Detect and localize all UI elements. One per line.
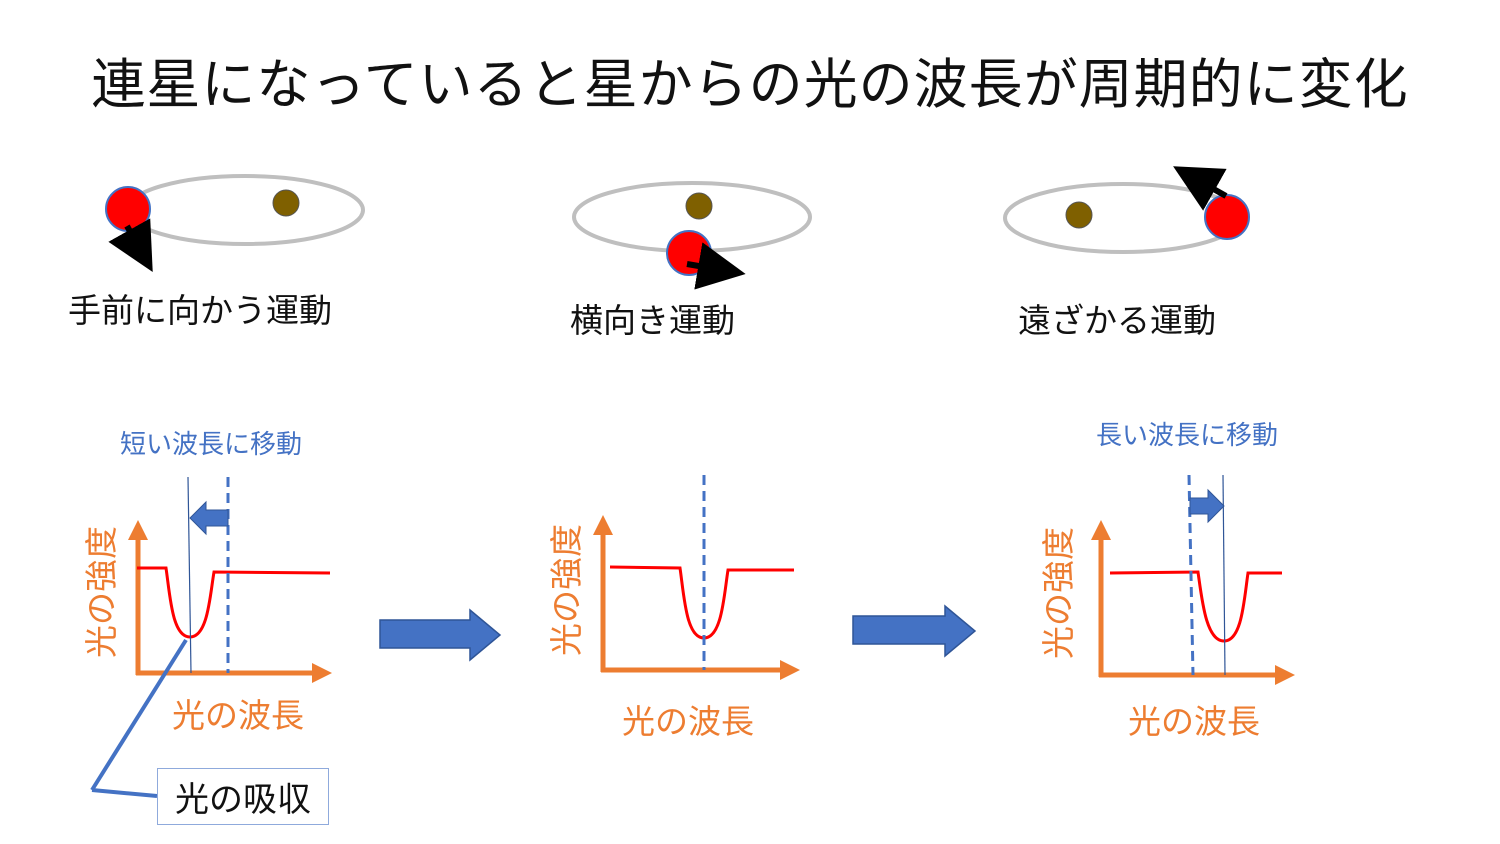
- orbit-sideways: [572, 181, 812, 290]
- shift-arrow-right: [1189, 488, 1225, 524]
- observed-wavelength-line: [187, 476, 192, 674]
- spectrum-curve: [1109, 570, 1282, 643]
- spectrum-curve: [137, 566, 331, 639]
- companion-star: [1065, 201, 1093, 229]
- orbit-ellipse: [125, 174, 365, 246]
- caption-receding: 遠ざかる運動: [1018, 301, 1216, 340]
- y-axis-label: 光の強度: [547, 524, 586, 656]
- spectrum-curve: [609, 565, 794, 640]
- absorption-label: 光の吸収: [175, 780, 311, 820]
- orbit-approaching: [105, 174, 365, 272]
- spectrum-panel-redshift: [1091, 474, 1295, 685]
- shift-arrow-left: [189, 500, 229, 536]
- x-axis-label: 光の波長: [622, 702, 754, 741]
- flow-arrow-2: [852, 604, 977, 658]
- y-axis-label: 光の強度: [82, 526, 121, 658]
- orbit-receding: [1003, 166, 1250, 254]
- flow-arrow-1: [379, 608, 502, 662]
- companion-star: [685, 192, 713, 220]
- motion-arrow: [1173, 166, 1228, 211]
- absorption-callout: 光の吸収: [157, 768, 329, 825]
- red-star: [105, 186, 151, 232]
- absorption-pointer-tail: [91, 788, 158, 798]
- spectrum-panel-rest: [593, 475, 800, 680]
- motion-arrow: [686, 242, 746, 290]
- caption-approaching: 手前に向かう運動: [68, 291, 332, 330]
- x-axis-label: 光の波長: [1128, 702, 1260, 741]
- companion-star: [272, 189, 300, 217]
- absorption-pointer: [90, 638, 188, 792]
- spectrum-panel-blueshift: [90, 476, 332, 798]
- redshift-label: 長い波長に移動: [1096, 421, 1279, 451]
- page-title: 連星になっていると星からの光の波長が周期的に変化: [91, 53, 1409, 116]
- blueshift-label: 短い波長に移動: [120, 430, 303, 460]
- red-star: [1204, 194, 1250, 240]
- y-axis-label: 光の強度: [1039, 527, 1078, 659]
- x-axis-label: 光の波長: [172, 696, 304, 735]
- caption-sideways: 横向き運動: [570, 301, 735, 340]
- observed-wavelength-line: [1222, 474, 1226, 676]
- motion-arrow: [108, 218, 153, 272]
